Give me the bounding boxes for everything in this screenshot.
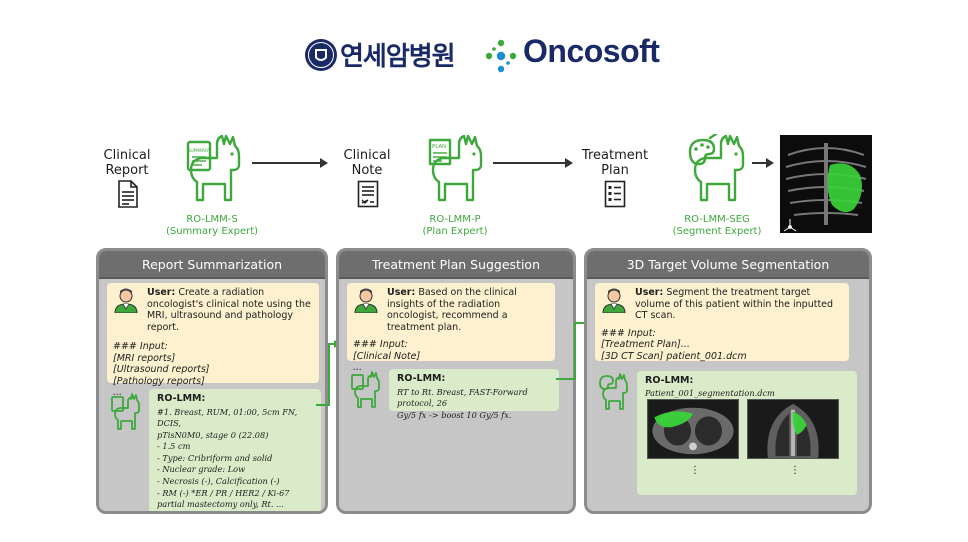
response-line: #1. Breast, RUM, 01:00, 5cm FN, DCIS,: [157, 406, 298, 429]
input-header: ### Input:: [113, 341, 168, 352]
panel-title: Report Summarization: [99, 251, 325, 279]
llama-segment-icon: [688, 134, 745, 202]
flow-connector-1: [328, 343, 336, 345]
treatment-plan-label: Treatment Plan: [581, 148, 649, 178]
input-item: [3D CT Scan] patient_001.dcm: [601, 350, 747, 362]
summary-badge: SUMMARY: [187, 148, 210, 154]
panel-body: User: Segment the treatment target volum…: [587, 279, 869, 511]
axial-ct-slice-image: [647, 399, 739, 459]
pipeline-arrow-1: [252, 158, 328, 168]
panel-body: User: Create a radiation oncologist's cl…: [99, 279, 325, 511]
coronal-ct-slice-image: [747, 399, 839, 459]
more-slices-indicator: ⋮: [690, 465, 700, 476]
llama-assistant-icon: [351, 371, 380, 408]
input-header: ### Input:: [601, 327, 656, 339]
target-volume-segmentation-panel: 3D Target Volume Segmentation User: Segm…: [584, 248, 872, 514]
user-prompt-card: User: Segment the treatment target volum…: [595, 283, 849, 362]
input-item: [Clinical Note]: [353, 350, 421, 362]
input-item: [Pathology reports]: [113, 375, 205, 387]
model-label: RO-LMM:: [157, 393, 206, 404]
input-item: [Ultrasound reports]: [113, 364, 210, 375]
clinical-note-label: Clinical Note: [343, 148, 391, 178]
model-plan-label: RO-LMM-P (Plan Expert): [422, 214, 488, 237]
response-line: RT to Rt. Breast, FAST-Forward protocol,…: [397, 386, 528, 409]
input-item: ...: [113, 387, 123, 398]
response-line: - Nuclear grade: Low: [157, 464, 246, 475]
panel-body: User: Based on the clinical insights of …: [339, 279, 573, 511]
list-icon: [604, 180, 626, 208]
pipeline-arrow-2: [493, 158, 573, 168]
llama-assistant-icon: [599, 373, 628, 410]
oncosoft-logo: Oncosoft: [523, 33, 660, 69]
input-header: ### Input:: [353, 339, 408, 350]
treatment-plan-suggestion-panel: Treatment Plan Suggestion User: Based on…: [336, 248, 576, 514]
clinical-report-label: Clinical Report: [103, 148, 151, 178]
user-label: User:: [635, 287, 664, 298]
ct-3d-rendering-image: [780, 135, 872, 233]
document-icon: [118, 180, 138, 208]
flow-connector-1: [316, 404, 330, 406]
plan-badge: PLAN: [432, 144, 446, 150]
yonsei-cancer-hospital-logo: 연세암병원: [340, 42, 456, 72]
input-item: ...: [353, 362, 363, 373]
response-line: - Type: Cribriform and solid: [157, 452, 273, 463]
input-item: [MRI reports]: [113, 352, 176, 364]
llama-assistant-icon: [111, 393, 140, 430]
report-summarization-panel: Report Summarization User: Create a radi…: [96, 248, 328, 514]
oncosoft-dots-logo: [485, 39, 517, 73]
user-text: Create a radiation oncologist's clinical…: [147, 287, 311, 333]
flow-connector-2: [556, 378, 576, 380]
llama-plan-icon: PLAN: [428, 134, 483, 202]
model-response-card: RO-LMM: #1. Breast, RUM, 01:00, 5cm FN, …: [149, 389, 321, 511]
note-icon: [357, 180, 379, 208]
user-prompt-card: User: Based on the clinical insights of …: [347, 283, 555, 373]
panel-title: Treatment Plan Suggestion: [339, 251, 573, 279]
user-label: User:: [387, 287, 416, 298]
doctor-avatar-icon: [114, 288, 138, 313]
pipeline-arrow-3: [752, 158, 774, 168]
flow-connector-2: [574, 322, 586, 324]
segmentation-file-name: Patient_001_segmentation.dcm: [645, 387, 775, 398]
model-label: RO-LMM:: [645, 375, 694, 386]
more-slices-indicator: ⋮: [790, 465, 800, 476]
flow-connector-1: [328, 343, 330, 406]
yonsei-seal-logo: [305, 39, 337, 71]
user-text: Based on the clinical insights of the ra…: [387, 287, 517, 333]
user-prompt-card: User: Create a radiation oncologist's cl…: [107, 283, 319, 398]
response-line: pTisN0M0, stage 0 (22.08): [157, 429, 269, 440]
flow-connector-2: [574, 322, 576, 380]
response-line: - RM (-) *ER / PR / HER2 / Ki-67: [157, 487, 290, 498]
panel-title: 3D Target Volume Segmentation: [587, 251, 869, 279]
user-label: User:: [147, 287, 176, 298]
model-segment-label: RO-LMM-SEG (Segment Expert): [672, 214, 762, 237]
doctor-avatar-icon: [602, 288, 626, 313]
input-item: [Treatment Plan]...: [601, 339, 690, 350]
model-summary-label: RO-LMM-S (Summary Expert): [165, 214, 259, 237]
model-label: RO-LMM:: [397, 373, 446, 384]
user-text: Segment the treatment target volume of t…: [635, 287, 834, 321]
doctor-avatar-icon: [354, 288, 378, 313]
response-line: - 1.5 cm: [157, 441, 191, 452]
response-line: partial mastectomy only, Rt. ...: [157, 499, 284, 510]
llama-summary-icon: SUMMARY: [186, 134, 241, 202]
model-response-card: RO-LMM: RT to Rt. Breast, FAST-Forward p…: [389, 369, 559, 420]
response-line: - Necrosis (-), Calcification (-): [157, 476, 280, 487]
response-line: Gy/5 fx -> boost 10 Gy/5 fx.: [397, 409, 512, 420]
